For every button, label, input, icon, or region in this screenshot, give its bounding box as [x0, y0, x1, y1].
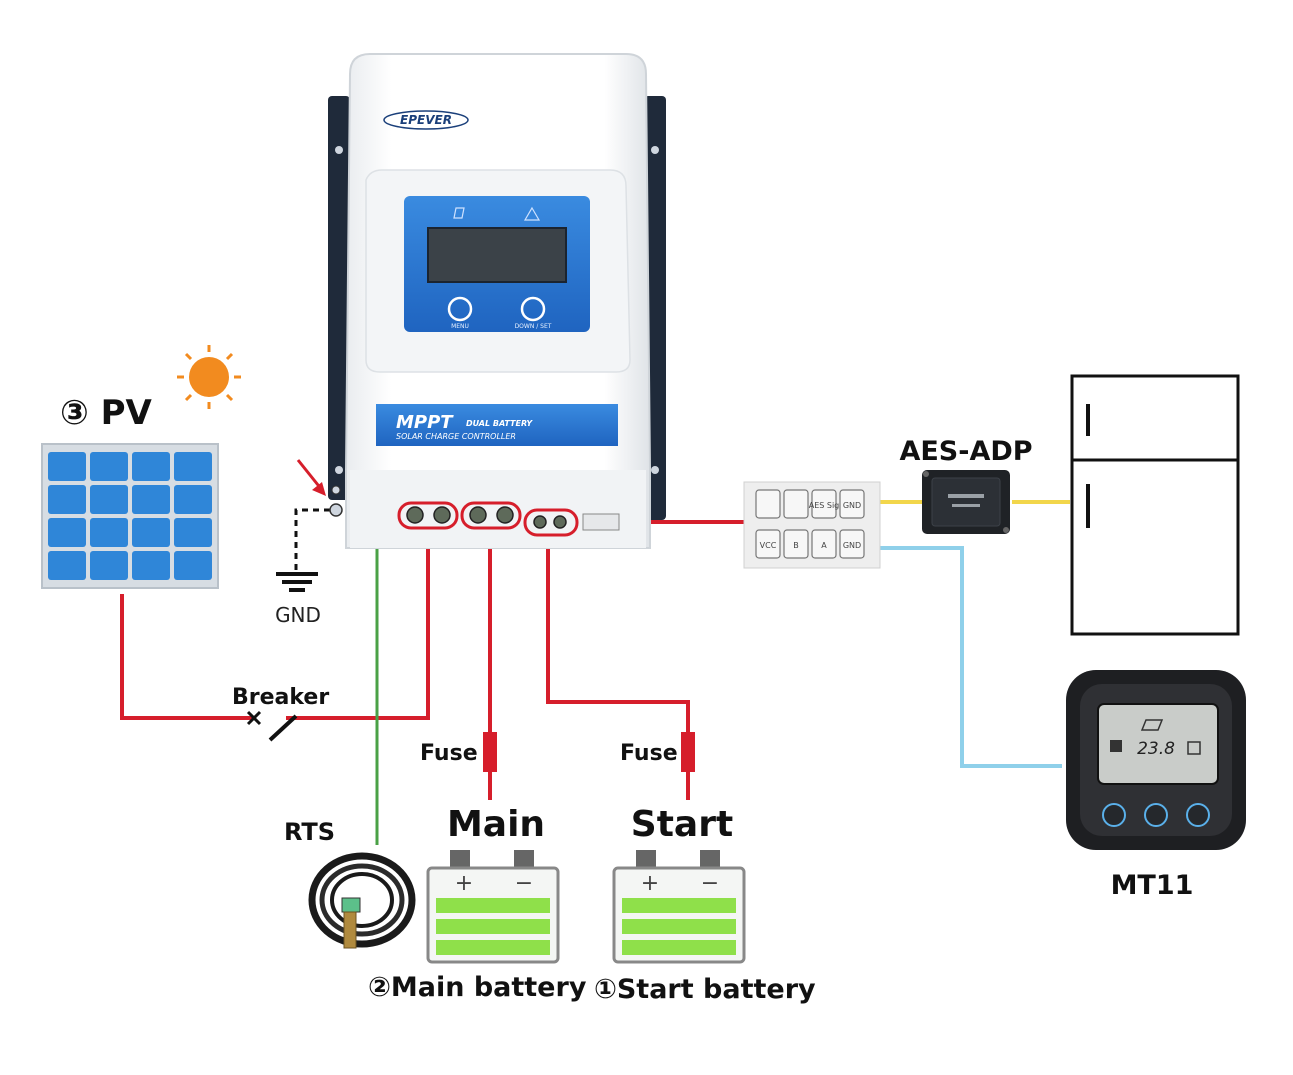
- gnd-label: GND: [275, 603, 321, 627]
- ground-arrow-icon: [296, 459, 326, 496]
- solar-cell: [132, 518, 170, 547]
- main-battery-label: ②Main battery: [368, 972, 587, 1003]
- charge-controller: EPEVER MENU DOWN / SET MPPT DUAL BATTERY…: [296, 53, 666, 549]
- brand-logo: EPEVER: [400, 113, 452, 127]
- lcd-screen: [427, 227, 567, 283]
- start-battery-terminal: [523, 508, 579, 537]
- solar-cell: [174, 452, 212, 481]
- terminal-label: AES Sig: [809, 501, 840, 510]
- terminal-label: VCC: [760, 541, 777, 550]
- fuse-main-label: Fuse: [420, 741, 478, 766]
- mt11-menu-button[interactable]: [1102, 803, 1126, 827]
- model-band: [376, 404, 618, 446]
- aes-adp-label: AES-ADP: [899, 436, 1032, 467]
- start-battery-label: ①Start battery: [594, 974, 816, 1005]
- solar-cell: [90, 551, 128, 580]
- ground-screw: [329, 503, 343, 517]
- down-set-button-label: DOWN / SET: [515, 323, 552, 330]
- model-sub: DUAL BATTERY: [466, 419, 533, 428]
- svg-text:−: −: [701, 871, 719, 896]
- mt11-label: MT11: [1111, 870, 1194, 901]
- terminal-slot: [755, 529, 781, 559]
- solar-cell: [90, 452, 128, 481]
- terminal-slot: [811, 489, 837, 519]
- solar-cell: [90, 485, 128, 514]
- terminal-area: [350, 470, 646, 548]
- ground-icon: [276, 572, 318, 592]
- fuse-start-label: Fuse: [620, 741, 678, 766]
- down-set-button[interactable]: [520, 296, 546, 322]
- warning-status-icon: [523, 206, 541, 221]
- menu-button[interactable]: [447, 296, 473, 322]
- mt11-wire: [880, 546, 1062, 768]
- solar-cell: [48, 551, 86, 580]
- terminal-label: GND: [843, 501, 861, 510]
- terminal-label: A: [821, 541, 827, 550]
- solar-cell: [174, 485, 212, 514]
- terminal-slot: [783, 489, 809, 519]
- terminal-slot: [839, 489, 865, 519]
- svg-text:+: +: [641, 871, 659, 896]
- rts-label: RTS: [284, 818, 335, 846]
- terminal-slot: [811, 529, 837, 559]
- model-line: MPPT: [396, 412, 454, 433]
- wires: [120, 500, 1070, 845]
- solar-panel-icon: [41, 443, 219, 589]
- mt11-display-value: 23.8: [1137, 739, 1175, 759]
- left-mount-rail: [328, 96, 350, 500]
- rj45-port: [582, 513, 620, 531]
- terminal-label: GND: [843, 541, 861, 550]
- start-battery-wire: [546, 530, 690, 740]
- temperature-sensor-icon: [308, 852, 416, 949]
- svg-text:+: +: [455, 871, 473, 896]
- pv-terminal: [397, 501, 459, 530]
- aes-adapter-icon: [922, 470, 1010, 534]
- solar-cell: [48, 485, 86, 514]
- ground-wire: [294, 508, 330, 572]
- solar-cell: [174, 551, 212, 580]
- start-label: Start: [631, 804, 733, 845]
- terminal-slot: [839, 529, 865, 559]
- breaker-label: Breaker: [232, 685, 329, 710]
- battery-icon: + −: [612, 850, 746, 964]
- battery-icon: + −: [426, 850, 560, 964]
- menu-button-label: MENU: [451, 323, 469, 330]
- solar-cell: [48, 518, 86, 547]
- fridge-icon: [1070, 374, 1240, 636]
- pv-wire-controller: [286, 525, 430, 720]
- fuse-icon: [681, 732, 695, 772]
- solar-cell: [90, 518, 128, 547]
- svg-text:−: −: [515, 871, 533, 896]
- main-label: Main: [447, 804, 545, 845]
- mt11-select-button[interactable]: [1144, 803, 1168, 827]
- solar-cell: [174, 518, 212, 547]
- mt11-remote-meter-icon: 23.8: [1066, 670, 1246, 850]
- main-battery-terminal: [460, 501, 522, 530]
- terminal-label: B: [793, 541, 799, 550]
- terminal-slot: [783, 529, 809, 559]
- pv-label: ③ PV: [60, 393, 153, 433]
- solar-cell: [132, 452, 170, 481]
- terminal-slot: [755, 489, 781, 519]
- breaker-switch-icon: [246, 710, 298, 742]
- sun-icon: [177, 345, 241, 409]
- model-desc: SOLAR CHARGE CONTROLLER: [396, 432, 516, 441]
- mt11-power-button[interactable]: [1186, 803, 1210, 827]
- charging-status-icon: [453, 207, 465, 219]
- solar-cell: [132, 485, 170, 514]
- solar-cell: [48, 452, 86, 481]
- solar-cell: [132, 551, 170, 580]
- fuse-icon: [483, 732, 497, 772]
- pv-wire: [120, 594, 255, 720]
